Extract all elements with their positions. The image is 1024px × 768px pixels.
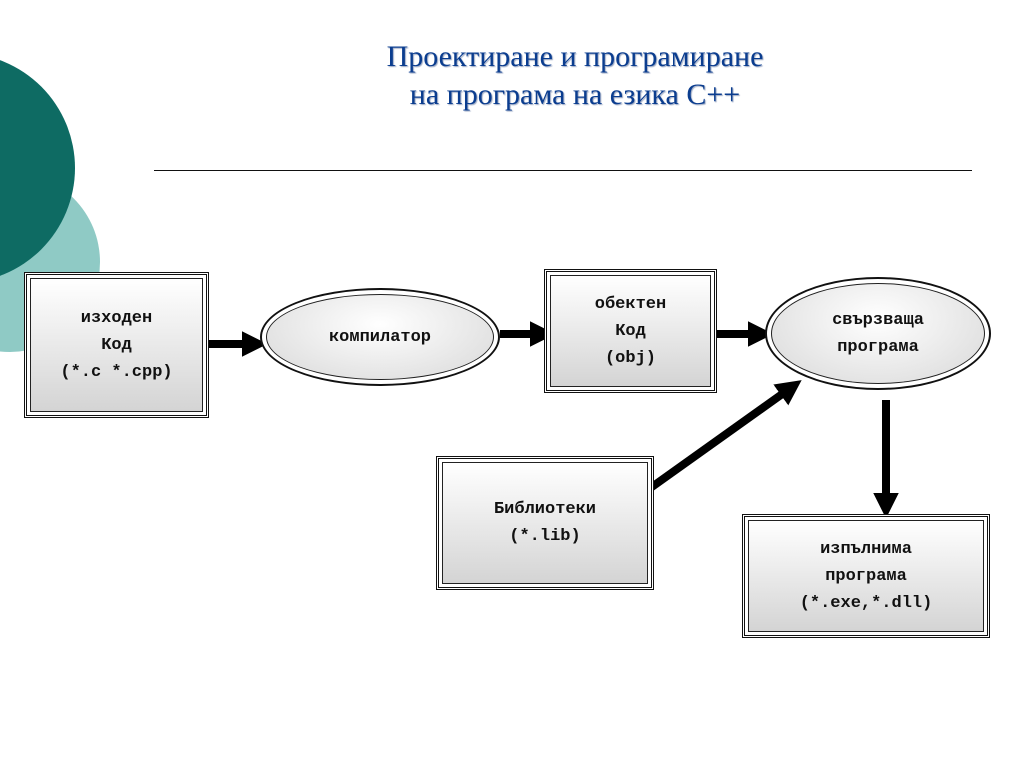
node-object-code-line3: (obj)	[604, 348, 656, 368]
node-linker: свързваща програма	[765, 277, 991, 390]
title-line-2: на програма на езика С++	[409, 78, 741, 111]
node-executable-line1: изпълнима	[820, 539, 912, 559]
arrow-libraries-to-linker	[639, 380, 802, 498]
node-executable-line2: програма	[825, 566, 907, 586]
node-object-code-line2: Код	[615, 321, 646, 341]
node-source-code: изходен Код (*.c *.cpp)	[24, 272, 209, 418]
node-object-code: обектен Код (obj)	[544, 269, 717, 393]
node-source-code-line1: изходен	[80, 308, 153, 328]
dark-teal-circle	[0, 60, 75, 276]
slide-title: Проектиране и програмиране на програма н…	[260, 38, 890, 114]
node-executable: изпълнима програма (*.exe,*.dll)	[742, 514, 990, 638]
node-compiler-line1: компилатор	[328, 327, 432, 347]
node-libraries: Библиотеки (*.lib)	[436, 456, 654, 590]
node-linker-line1: свързваща	[832, 310, 924, 330]
node-libraries-line1: Библиотеки	[493, 500, 597, 519]
node-source-code-line3: (*.c *.cpp)	[60, 362, 173, 382]
node-source-code-line2: Код	[101, 335, 132, 355]
node-compiler: компилатор	[260, 288, 500, 386]
node-libraries-line2: (*.lib)	[509, 527, 581, 546]
node-object-code-line1: обектен	[594, 294, 667, 314]
title-divider	[154, 170, 972, 171]
node-executable-line3: (*.exe,*.dll)	[799, 593, 933, 613]
node-linker-line2: програма	[837, 337, 919, 357]
title-line-1: Проектиране и програмиране	[386, 40, 764, 73]
